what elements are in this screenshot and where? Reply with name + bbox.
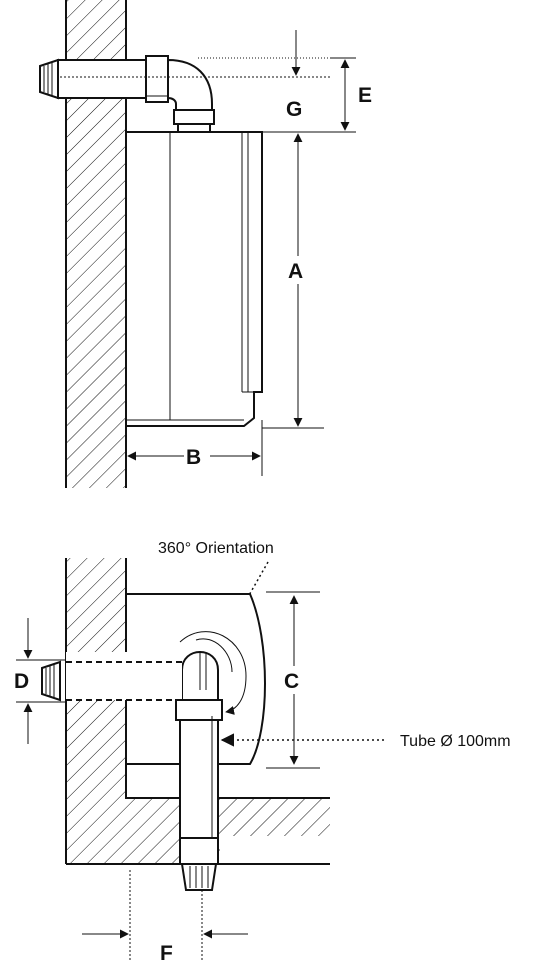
dimension-e: E — [330, 57, 372, 131]
dimension-f: F — [82, 870, 248, 965]
dimension-g: G — [286, 30, 302, 121]
dimension-c: C — [266, 591, 320, 769]
label-e: E — [358, 84, 372, 107]
label-d: D — [14, 670, 29, 693]
label-a: A — [288, 260, 303, 283]
plan-view: 360° Orientation — [14, 540, 511, 965]
label-f: F — [160, 942, 173, 965]
dimension-d: D — [14, 618, 66, 744]
orientation-note: 360° Orientation — [158, 540, 274, 557]
dimension-a: A — [262, 133, 324, 429]
label-g: G — [286, 98, 302, 121]
flue-tube-vertical — [175, 699, 223, 891]
flue-pipe-horizontal — [57, 55, 215, 133]
flue-pipe-through-wall — [66, 652, 182, 701]
side-elevation-view: E G A B — [39, 0, 372, 488]
flue-terminal-cap-left — [41, 660, 61, 702]
dimension-b: B — [127, 420, 263, 476]
tube-diameter-note: Tube Ø 100mm — [400, 733, 511, 750]
label-b: B — [186, 446, 201, 469]
label-c: C — [284, 670, 299, 693]
boiler-casing — [125, 131, 263, 427]
flue-terminal-cap — [39, 58, 59, 100]
